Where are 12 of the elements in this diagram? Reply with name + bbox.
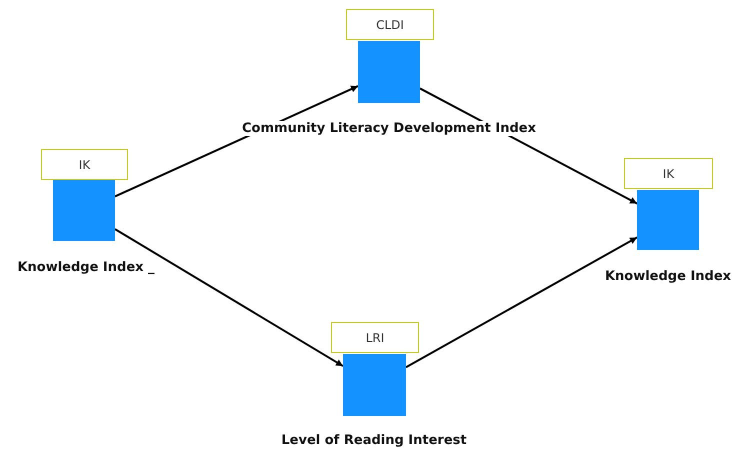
- construct-name: Knowledge Index: [604, 269, 732, 284]
- indicator-label: IK: [624, 158, 713, 189]
- indicator-label: CLDI: [346, 9, 434, 40]
- indicator-label: LRI: [331, 322, 419, 353]
- arrow: [406, 236, 638, 368]
- construct-name: Level of Reading Interest: [281, 433, 467, 448]
- indicator-label: IK: [41, 149, 128, 180]
- arrow: [114, 85, 358, 198]
- construct-name: Knowledge Index _: [17, 260, 155, 275]
- arrow: [420, 88, 638, 204]
- construct-name: Community Literacy Development Index: [242, 121, 536, 136]
- arrow: [114, 228, 344, 367]
